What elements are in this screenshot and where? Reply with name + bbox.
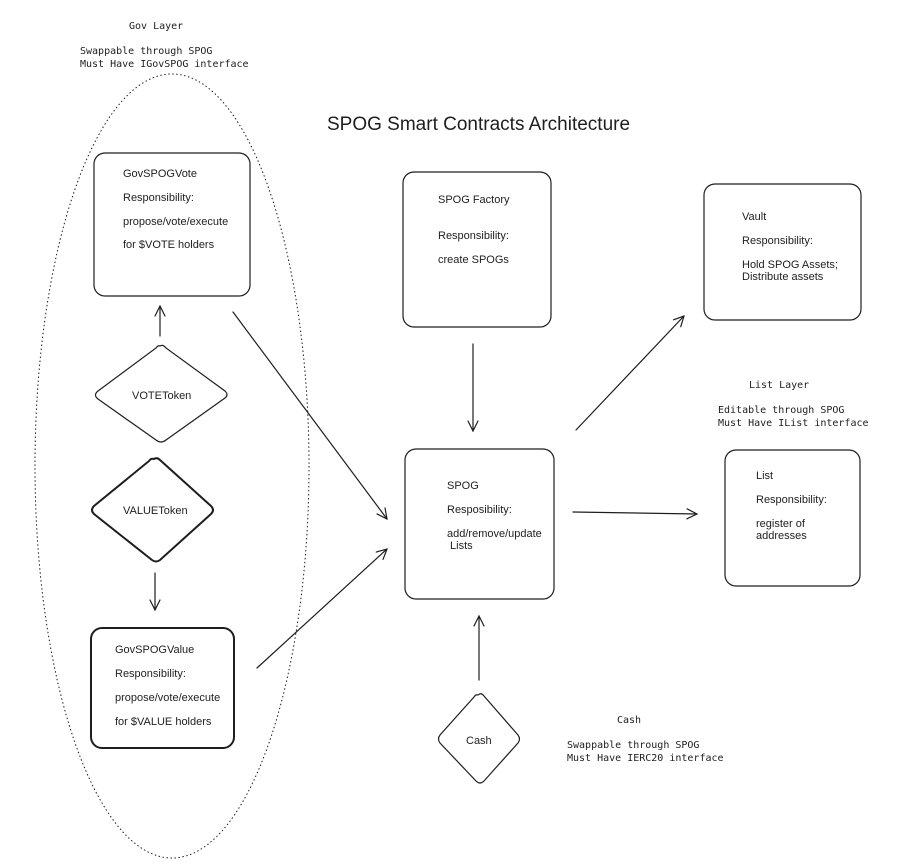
list-layer-editable: Editable through SPOG — [718, 405, 844, 416]
spog-factory-box: SPOG Factory Responsibility: create SPOG… — [402, 171, 552, 328]
cash-swappable: Swappable through SPOG — [567, 740, 699, 751]
arrow-spog-to-vault — [575, 316, 684, 431]
vote-token-diamond: VOTEToken — [94, 344, 228, 443]
spog-resp-label: Resposibility: — [447, 504, 512, 516]
spog-line1: add/remove/update — [447, 528, 542, 540]
arrow-spog-to-list — [572, 512, 697, 514]
value-token-label: VALUEToken — [123, 505, 188, 517]
value-token-diamond: VALUEToken — [91, 457, 214, 563]
gov-layer-heading: Gov Layer — [129, 21, 183, 32]
gov-spog-value-box: GovSPOGValue Responsibility: propose/vot… — [90, 627, 235, 749]
list-line1: register of — [756, 518, 806, 530]
gov-spog-value-line1: propose/vote/execute — [115, 692, 220, 704]
gov-spog-vote-line1: propose/vote/execute — [123, 216, 228, 228]
gov-layer-boundary — [34, 73, 310, 859]
cash-diamond: Cash — [437, 693, 521, 784]
arrow-gov-spog-vote-to-spog — [232, 311, 387, 519]
cash-label: Cash — [466, 735, 492, 747]
cash-interface: Must Have IERC20 interface — [567, 753, 724, 764]
vault-box: Vault Responsibility: Hold SPOG Assets; … — [703, 183, 862, 321]
gov-layer-swappable: Swappable through SPOG — [80, 46, 212, 57]
vote-token-label: VOTEToken — [132, 390, 191, 402]
spog-factory-resp-label: Responsibility: — [438, 230, 509, 242]
spog-factory-name: SPOG Factory — [438, 194, 510, 206]
vault-resp-label: Responsibility: — [742, 235, 813, 247]
gov-spog-value-name: GovSPOGValue — [115, 644, 194, 656]
spog-factory-line1: create SPOGs — [438, 254, 509, 266]
gov-spog-vote-box: GovSPOGVote Responsibility: propose/vote… — [93, 152, 251, 297]
list-layer-heading: List Layer — [749, 380, 809, 391]
vault-line1: Hold SPOG Assets; — [742, 259, 838, 271]
gov-spog-vote-resp-label: Responsibility: — [123, 192, 194, 204]
list-name: List — [756, 470, 773, 482]
arrow-gov-spog-value-to-spog — [256, 549, 387, 669]
spog-line2: Lists — [447, 540, 473, 552]
vault-name: Vault — [742, 211, 766, 223]
diagram-title: SPOG Smart Contracts Architecture — [327, 114, 630, 135]
gov-spog-value-line2: for $VALUE holders — [115, 716, 212, 728]
list-resp-label: Responsibility: — [756, 494, 827, 506]
spog-name: SPOG — [447, 480, 479, 492]
gov-layer-interface: Must Have IGovSPOG interface — [80, 59, 249, 70]
gov-spog-vote-name: GovSPOGVote — [123, 168, 197, 180]
gov-spog-vote-line2: for $VOTE holders — [123, 239, 215, 251]
gov-spog-value-resp-label: Responsibility: — [115, 668, 186, 680]
list-box: List Responsibility: register of address… — [724, 449, 861, 587]
cash-heading: Cash — [617, 715, 641, 726]
list-layer-interface: Must Have IList interface — [718, 418, 869, 429]
vault-line2: Distribute assets — [742, 271, 824, 283]
list-line2: addresses — [756, 530, 807, 542]
spog-box: SPOG Resposibility: add/remove/update Li… — [404, 448, 555, 600]
